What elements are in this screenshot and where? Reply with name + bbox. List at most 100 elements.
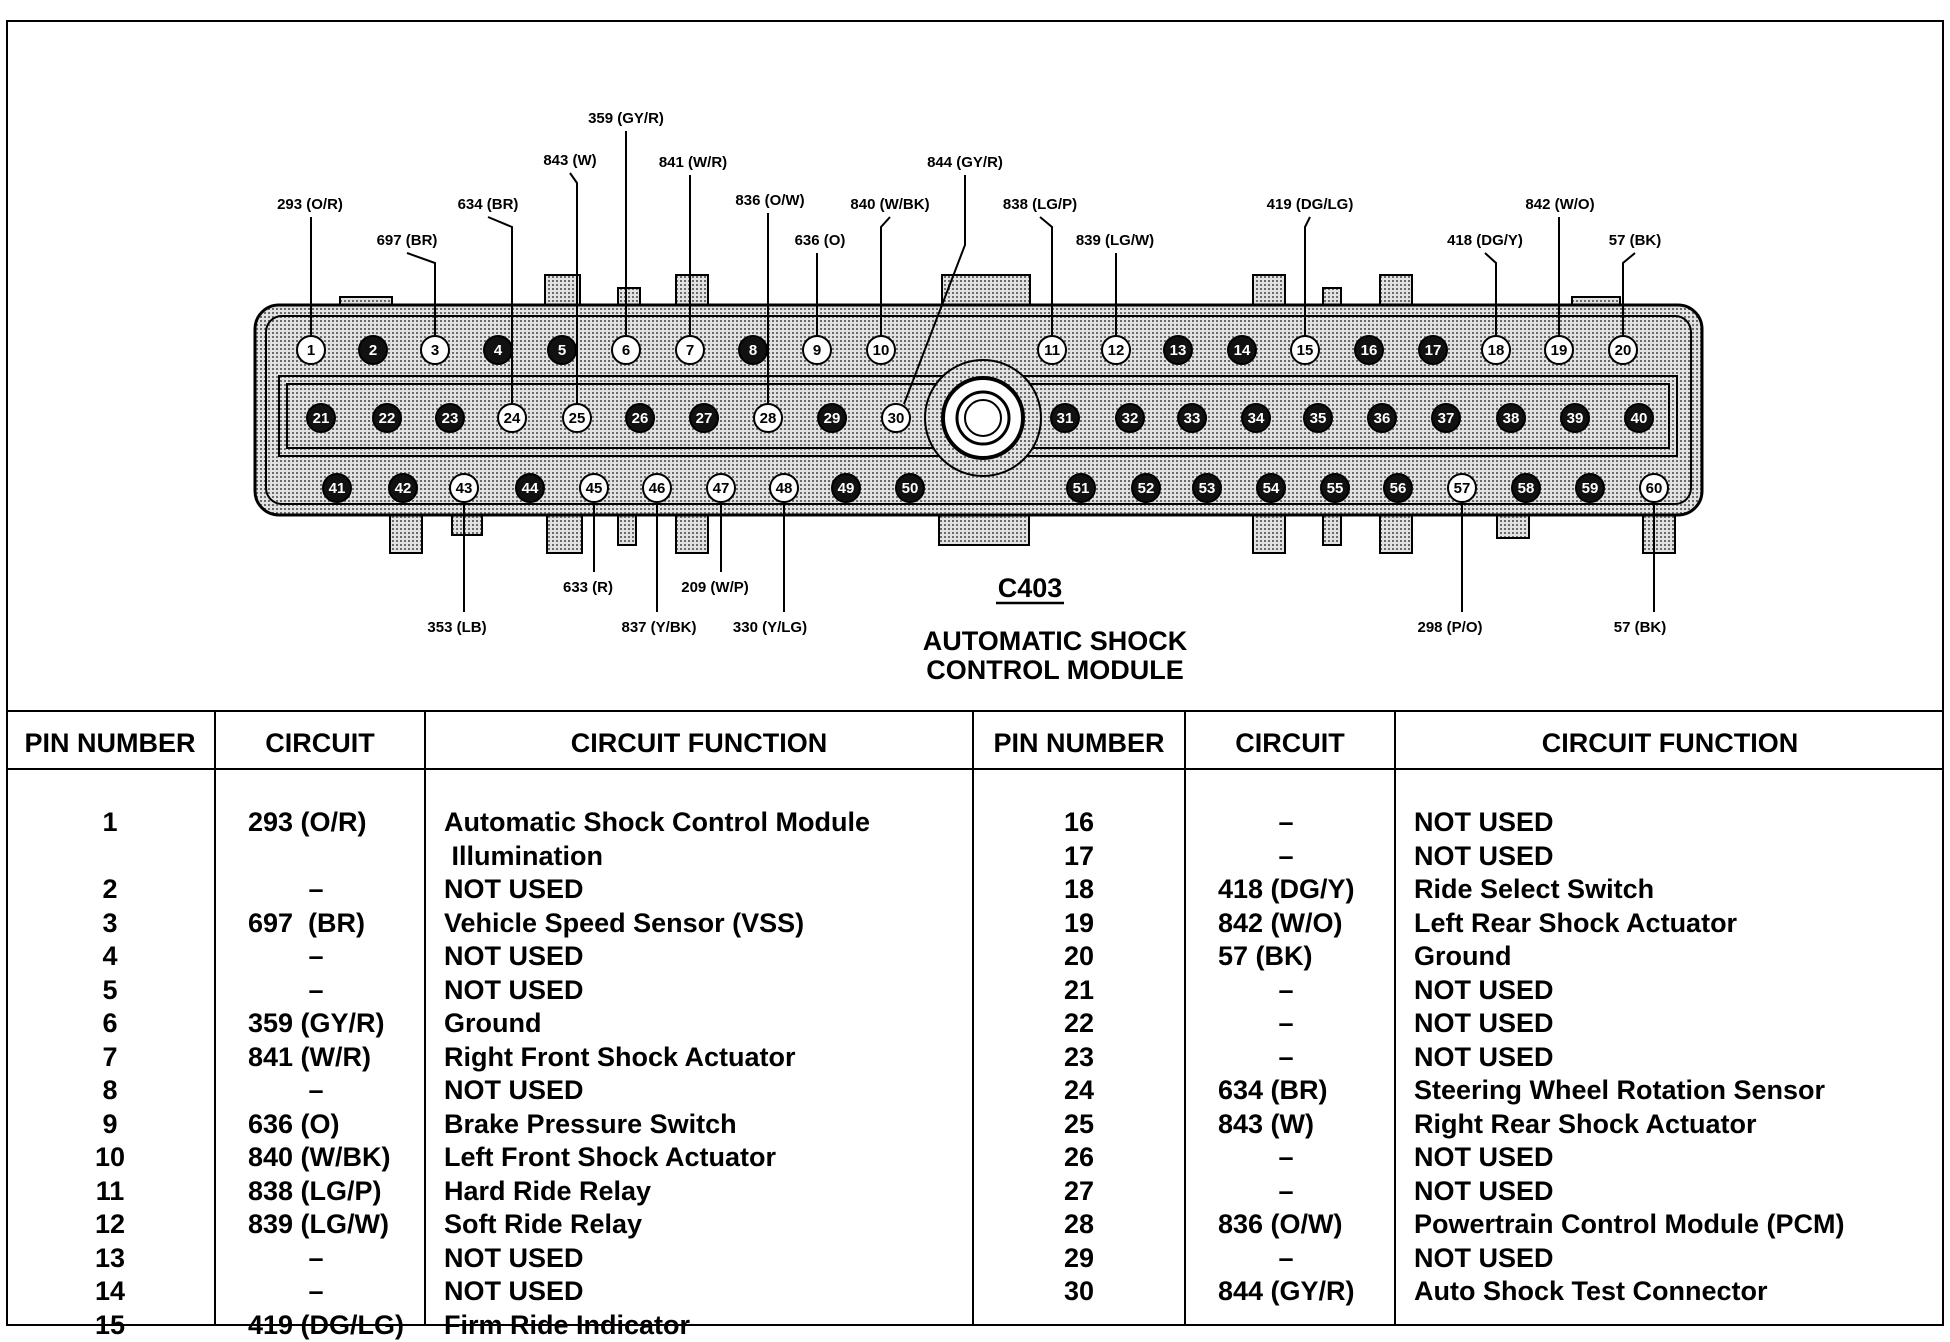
pin-number: 24 bbox=[504, 410, 521, 427]
pin-number: 60 bbox=[1646, 480, 1663, 497]
pin-28: 28 bbox=[754, 404, 782, 432]
pin-49: 49 bbox=[832, 474, 860, 502]
pin-11: 11 bbox=[1038, 336, 1066, 364]
table-cell-function: NOT USED bbox=[1414, 974, 1944, 1008]
table-cell-function: NOT USED bbox=[444, 1275, 972, 1309]
wire-label: 418 (DG/Y) bbox=[1447, 232, 1523, 249]
pin-number: 14 bbox=[1234, 342, 1251, 359]
pin-number: 37 bbox=[1438, 410, 1455, 427]
pin-number: 43 bbox=[456, 480, 473, 497]
pin-number: 16 bbox=[1361, 342, 1378, 359]
table-cell-pin: 14 bbox=[6, 1275, 214, 1309]
table-cell-function: Steering Wheel Rotation Sensor bbox=[1414, 1074, 1944, 1108]
table-header-rule bbox=[6, 768, 1944, 770]
pin-17: 17 bbox=[1419, 336, 1447, 364]
table-cell-function: NOT USED bbox=[444, 974, 972, 1008]
wire-label: 636 (O) bbox=[795, 232, 846, 249]
pin-number: 56 bbox=[1390, 480, 1407, 497]
header-pin-number-left: PIN NUMBER bbox=[6, 728, 214, 759]
wire-label: 840 (W/BK) bbox=[850, 196, 929, 213]
pin-51: 51 bbox=[1067, 474, 1095, 502]
table-cell-pin: 1 bbox=[6, 806, 214, 840]
header-circuit-left: CIRCUIT bbox=[216, 728, 424, 759]
pin-40: 40 bbox=[1625, 404, 1653, 432]
pin-57: 57 bbox=[1448, 474, 1476, 502]
pin-number: 51 bbox=[1073, 480, 1090, 497]
pin-58: 58 bbox=[1512, 474, 1540, 502]
pin-number: 7 bbox=[686, 342, 694, 359]
pin-10: 10 bbox=[867, 336, 895, 364]
pin-number: 10 bbox=[873, 342, 890, 359]
pin-number: 44 bbox=[522, 480, 539, 497]
table-cell-function: Vehicle Speed Sensor (VSS) bbox=[444, 907, 972, 941]
table-cell-circuit: – bbox=[216, 1074, 416, 1108]
pin-33: 33 bbox=[1178, 404, 1206, 432]
pin-48: 48 bbox=[770, 474, 798, 502]
table-cell-function: Ride Select Switch bbox=[1414, 873, 1944, 907]
table-cell-circuit: – bbox=[1186, 1141, 1386, 1175]
pin-number: 11 bbox=[1044, 342, 1060, 359]
pin-42: 42 bbox=[389, 474, 417, 502]
table-cell-circuit: 841 (W/R) bbox=[248, 1041, 448, 1075]
table-cell-circuit: – bbox=[1186, 1242, 1386, 1276]
table-cell-circuit: 634 (BR) bbox=[1218, 1074, 1418, 1108]
table-cell-pin: 27 bbox=[974, 1175, 1184, 1209]
table-cell-circuit: 839 (LG/W) bbox=[248, 1208, 448, 1242]
pin-number: 5 bbox=[558, 342, 566, 359]
wire-label: 697 (BR) bbox=[377, 232, 438, 249]
table-cell-pin: 30 bbox=[974, 1275, 1184, 1309]
table-cell-circuit: 57 (BK) bbox=[1218, 940, 1418, 974]
pin-number: 3 bbox=[431, 342, 439, 359]
pin-number: 9 bbox=[813, 342, 821, 359]
pin-50: 50 bbox=[896, 474, 924, 502]
pin-number: 55 bbox=[1327, 480, 1344, 497]
table-cell-pin: 15 bbox=[6, 1309, 214, 1342]
pin-number: 46 bbox=[649, 480, 666, 497]
pin-1: 1 bbox=[297, 336, 325, 364]
pin-34: 34 bbox=[1242, 404, 1270, 432]
table-cell-pin: 9 bbox=[6, 1108, 214, 1142]
table-cell-function: Brake Pressure Switch bbox=[444, 1108, 972, 1142]
table-cell-function: NOT USED bbox=[444, 940, 972, 974]
table-cell-circuit: 843 (W) bbox=[1218, 1108, 1418, 1142]
pin-25: 25 bbox=[563, 404, 591, 432]
table-cell-pin: 12 bbox=[6, 1208, 214, 1242]
pin-number: 47 bbox=[713, 480, 730, 497]
pin-9: 9 bbox=[803, 336, 831, 364]
table-cell-function: NOT USED bbox=[1414, 840, 1944, 874]
table-cell-pin: 4 bbox=[6, 940, 214, 974]
pin-16: 16 bbox=[1355, 336, 1383, 364]
pin-20: 20 bbox=[1609, 336, 1637, 364]
table-cell-circuit: 418 (DG/Y) bbox=[1218, 873, 1418, 907]
pin-4: 4 bbox=[484, 336, 512, 364]
table-cell-circuit: – bbox=[216, 1242, 416, 1276]
table-cell-circuit: 838 (LG/P) bbox=[248, 1175, 448, 1209]
wire-label: 841 (W/R) bbox=[659, 154, 727, 171]
pin-number: 21 bbox=[313, 410, 330, 427]
pin-3: 3 bbox=[421, 336, 449, 364]
pin-number: 41 bbox=[329, 480, 346, 497]
table-cell-pin: 28 bbox=[974, 1208, 1184, 1242]
table-cell-pin: 17 bbox=[974, 840, 1184, 874]
wire-label: 843 (W) bbox=[543, 152, 596, 169]
pin-39: 39 bbox=[1561, 404, 1589, 432]
pin-number: 58 bbox=[1518, 480, 1535, 497]
pin-2: 2 bbox=[359, 336, 387, 364]
pin-number: 4 bbox=[494, 342, 503, 359]
pin-number: 19 bbox=[1551, 342, 1568, 359]
table-cell-function: NOT USED bbox=[1414, 806, 1944, 840]
pin-number: 26 bbox=[632, 410, 649, 427]
table-cell-circuit: – bbox=[1186, 1007, 1386, 1041]
wire-label: 633 (R) bbox=[563, 579, 613, 596]
table-cell-pin: 25 bbox=[974, 1108, 1184, 1142]
table-cell-function: Ground bbox=[444, 1007, 972, 1041]
pin-number: 48 bbox=[776, 480, 793, 497]
pin-number: 40 bbox=[1631, 410, 1648, 427]
table-cell-function: Soft Ride Relay bbox=[444, 1208, 972, 1242]
header-circuit-function-right: CIRCUIT FUNCTION bbox=[1396, 728, 1944, 759]
pin-number: 53 bbox=[1199, 480, 1216, 497]
pin-60: 60 bbox=[1640, 474, 1668, 502]
table-cell-circuit: 842 (W/O) bbox=[1218, 907, 1418, 941]
wire-label: 634 (BR) bbox=[458, 196, 519, 213]
pin-number: 49 bbox=[838, 480, 855, 497]
